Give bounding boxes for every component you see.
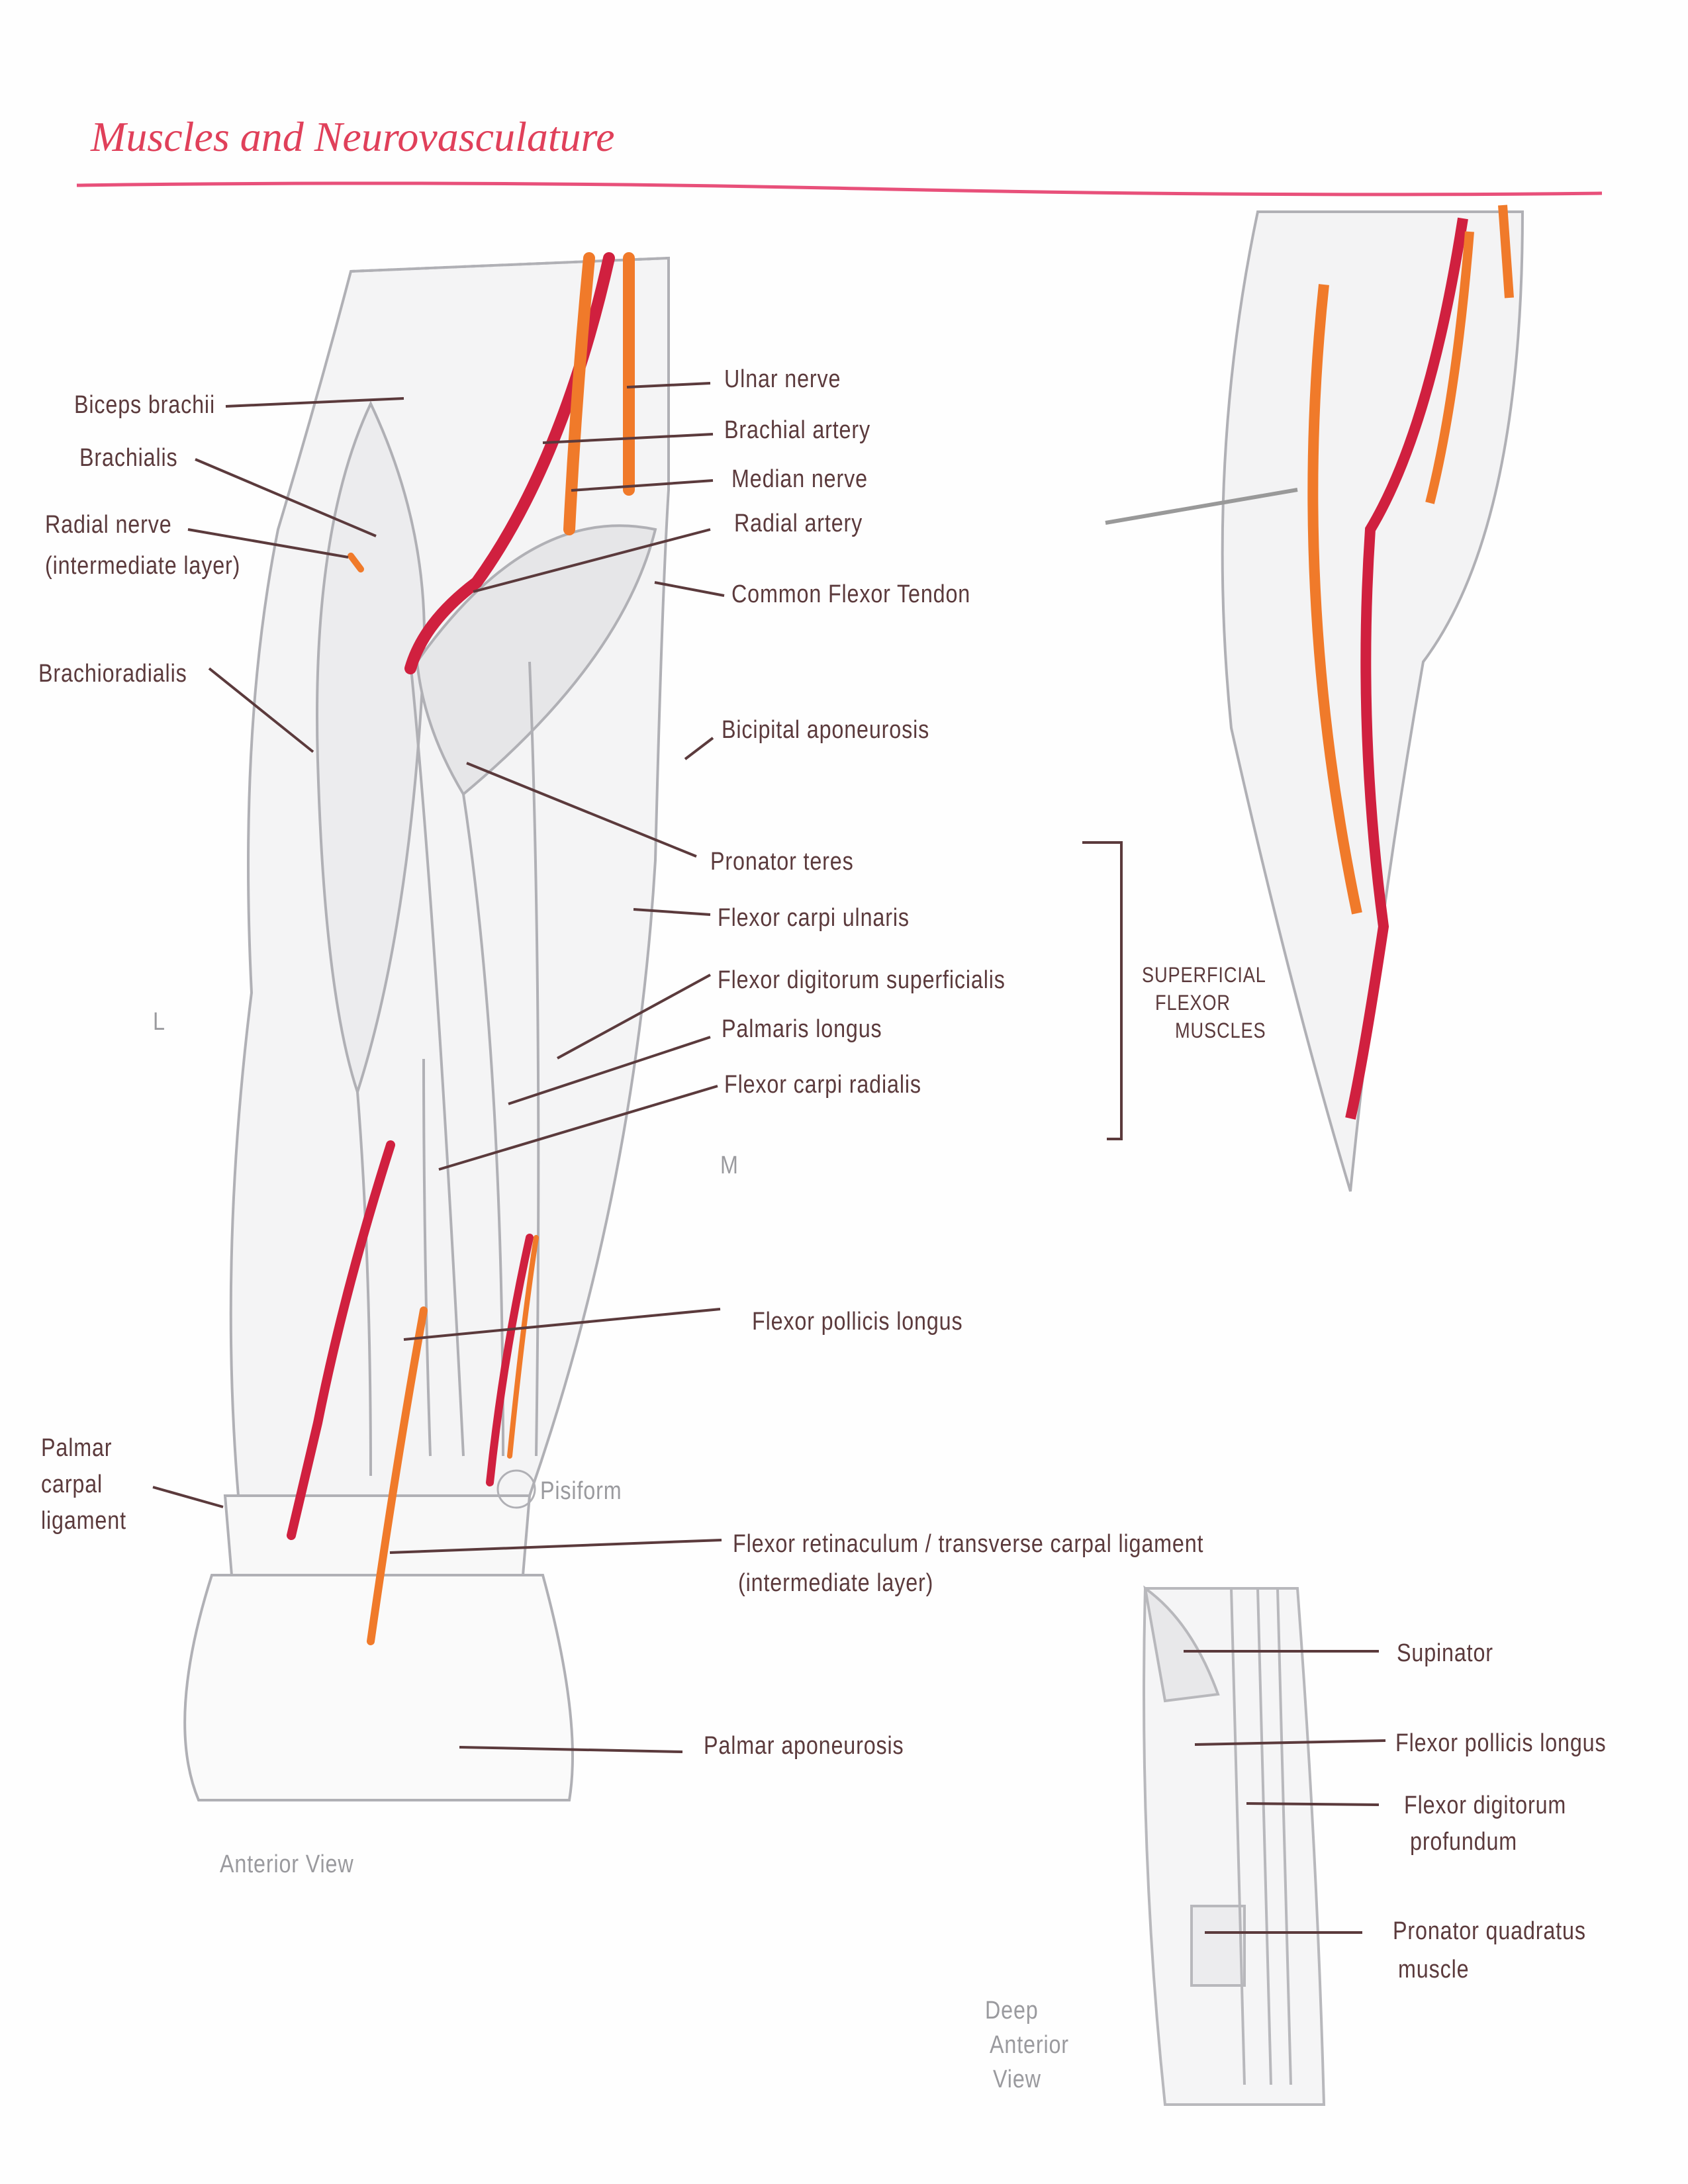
anterior-vessels	[287, 252, 635, 1645]
group-label-3: MUSCLES	[1175, 1019, 1266, 1042]
label-pisiform: Pisiform	[540, 1477, 622, 1505]
label-palmar-carpal-2: carpal	[41, 1471, 103, 1498]
label-ulnar-nerve: Ulnar nerve	[724, 365, 841, 393]
label-flexor-retinaculum-note: (intermediate layer)	[738, 1569, 934, 1597]
label-pronator-teres: Pronator teres	[710, 848, 854, 876]
leader-lines	[152, 382, 1386, 1934]
label-palmar-carpal-3: ligament	[41, 1507, 126, 1535]
label-flexor-pollicis-longus: Flexor pollicis longus	[752, 1308, 963, 1336]
label-pq-2: muscle	[1398, 1956, 1470, 1983]
label-radial-artery: Radial artery	[734, 510, 863, 537]
label-palmaris-longus: Palmaris longus	[722, 1015, 882, 1043]
group-label-2: FLEXOR	[1155, 991, 1231, 1015]
anterior-view-caption: Anterior View	[220, 1850, 354, 1878]
title-underline	[76, 181, 1603, 197]
page-title: Muscles and Neurovasculature	[91, 113, 615, 160]
label-supinator: Supinator	[1397, 1639, 1493, 1667]
label-brachioradialis: Brachioradialis	[38, 660, 187, 688]
label-fdp-2: profundum	[1410, 1828, 1518, 1856]
label-palmar-aponeurosis: Palmar aponeurosis	[704, 1732, 904, 1760]
deep-caption-3: View	[993, 2066, 1041, 2093]
label-flexor-retinaculum: Flexor retinaculum / transverse carpal l…	[733, 1530, 1204, 1558]
label-deep-flexor-pollicis-longus: Flexor pollicis longus	[1395, 1729, 1607, 1757]
label-flexor-digitorum-superficialis: Flexor digitorum superficialis	[718, 966, 1006, 994]
lateral-arm-sketch	[1105, 205, 1524, 1192]
deep-forearm-sketch	[1143, 1585, 1326, 2106]
label-brachial-artery: Brachial artery	[724, 416, 870, 444]
label-flexor-carpi-ulnaris: Flexor carpi ulnaris	[718, 904, 910, 932]
label-fdp-1: Flexor digitorum	[1404, 1792, 1567, 1819]
orientation-medial: M	[720, 1152, 739, 1179]
label-common-flexor-tendon: Common Flexor Tendon	[731, 580, 971, 608]
label-bicipital-aponeurosis: Bicipital aponeurosis	[722, 716, 930, 744]
group-label-1: SUPERFICIAL	[1142, 963, 1266, 987]
label-median-nerve: Median nerve	[731, 465, 868, 493]
orientation-lateral: L	[153, 1008, 165, 1036]
deep-caption-2: Anterior	[990, 2031, 1069, 2059]
label-radial-nerve-note: (intermediate layer)	[45, 552, 241, 580]
label-radial-nerve: Radial nerve	[45, 511, 172, 539]
deep-caption-1: Deep	[985, 1997, 1039, 2025]
label-flexor-carpi-radialis: Flexor carpi radialis	[724, 1071, 921, 1099]
label-biceps-brachii: Biceps brachii	[74, 391, 215, 419]
label-pq-1: Pronator quadratus	[1393, 1917, 1586, 1945]
label-brachialis: Brachialis	[79, 444, 178, 472]
label-palmar-carpal-1: Palmar	[41, 1434, 113, 1462]
anterior-forearm-sketch	[183, 256, 670, 1801]
